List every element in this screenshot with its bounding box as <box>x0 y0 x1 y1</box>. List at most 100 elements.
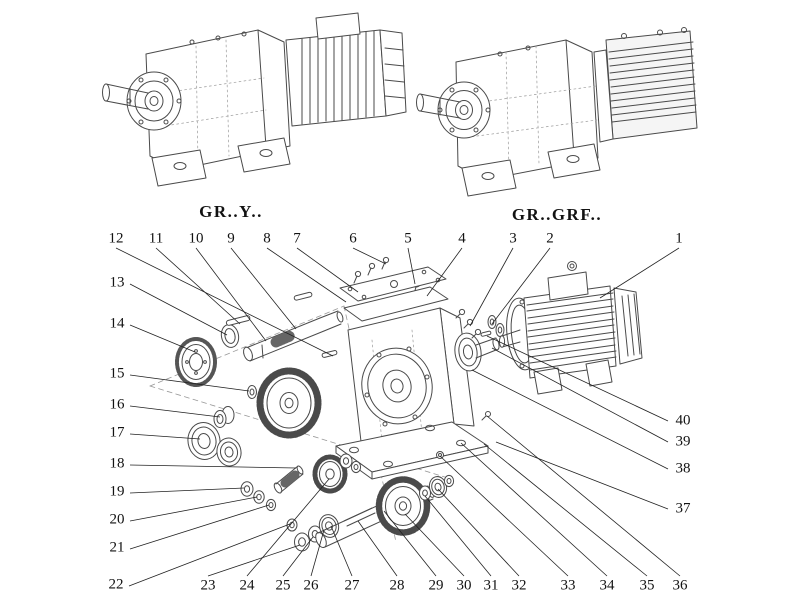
exploded-view <box>149 256 643 552</box>
callout-number: 17 <box>109 424 125 441</box>
leader-line <box>129 487 245 494</box>
callout-number: 18 <box>109 455 125 472</box>
terminal-box <box>315 12 361 40</box>
leader-line <box>426 247 463 297</box>
callout-number: 20 <box>109 511 125 528</box>
callout-number: 8 <box>263 230 271 247</box>
bolt <box>382 256 390 264</box>
exploded-motor <box>498 261 643 395</box>
callout-number: 16 <box>109 396 125 413</box>
gr-y-assembled-illustration <box>102 12 407 187</box>
spacer <box>247 385 257 399</box>
leader-line <box>310 529 325 577</box>
fan-cover <box>379 29 407 117</box>
callout-number: 7 <box>293 230 301 247</box>
eyebolt <box>567 261 577 271</box>
leader-line <box>460 442 608 577</box>
callout-number: 31 <box>483 577 499 594</box>
leader-line <box>296 247 359 293</box>
leader-line <box>128 523 291 587</box>
callout-number: 29 <box>428 577 444 594</box>
leader-line <box>486 335 669 422</box>
callout-number: 12 <box>108 230 124 247</box>
drain-plug <box>436 451 444 459</box>
bolt <box>368 262 376 270</box>
leader-line <box>599 247 680 299</box>
leader-line <box>471 369 669 470</box>
model-label-gr-grf: GR..GRF.. <box>511 205 603 224</box>
retaining-ring <box>443 474 455 488</box>
washer <box>253 490 265 504</box>
leader-line <box>129 374 250 392</box>
cover-gasket <box>343 286 449 322</box>
leader-line <box>437 488 520 577</box>
callout-number: 10 <box>188 230 204 247</box>
callout-number: 24 <box>239 577 255 594</box>
large-gear <box>256 367 322 439</box>
leader-line <box>495 441 669 510</box>
callout-number: 21 <box>109 539 125 556</box>
leader-line <box>207 544 301 577</box>
alignment-axis <box>149 305 345 387</box>
leader-line <box>129 433 201 440</box>
leader-line <box>195 247 267 342</box>
leader-line <box>129 464 297 469</box>
leader-line <box>357 520 398 577</box>
leader-line <box>486 415 681 577</box>
callout-number: 4 <box>458 230 466 247</box>
callout-number: 37 <box>675 500 691 517</box>
callout-number: 28 <box>389 577 405 594</box>
callout-number: 39 <box>675 433 691 450</box>
input-shaft-parts <box>175 291 344 512</box>
callout-number: 5 <box>404 230 412 247</box>
retaining-ring <box>350 460 362 474</box>
callout-number: 9 <box>227 230 235 247</box>
leader-line <box>129 283 228 336</box>
callout-number: 14 <box>109 315 125 332</box>
leader-line <box>439 455 569 577</box>
callout-number: 13 <box>109 274 125 291</box>
gr-grf-assembled-illustration <box>416 27 698 197</box>
bolt <box>474 328 482 336</box>
bolt <box>458 308 466 316</box>
terminal-box <box>547 271 589 301</box>
callout-number: 1 <box>675 230 683 247</box>
exploded-housing <box>335 256 505 480</box>
callout-number: 23 <box>200 577 216 594</box>
washer <box>487 315 497 329</box>
leader-line <box>491 247 551 325</box>
callout-number: 36 <box>672 577 688 594</box>
leader-line <box>129 504 270 550</box>
leader-line <box>129 324 196 353</box>
callout-number: 25 <box>275 577 291 594</box>
callout-number: 26 <box>303 577 319 594</box>
leader-line <box>129 496 258 522</box>
pinion-shaft <box>273 482 283 494</box>
callout-number: 35 <box>639 577 655 594</box>
callout-number: 22 <box>108 576 124 593</box>
leader-line <box>469 247 514 327</box>
callout-number: 6 <box>349 230 357 247</box>
leader-line <box>330 525 353 577</box>
leader-line <box>424 495 492 577</box>
callout-number: 30 <box>456 577 472 594</box>
leader-line <box>282 536 314 577</box>
leader-line <box>246 478 330 577</box>
output-flange <box>454 332 482 372</box>
leader-line <box>129 405 221 418</box>
leader-line <box>491 347 669 443</box>
model-label-gr-y: GR..Y.. <box>199 202 263 221</box>
washer <box>419 485 431 501</box>
callout-number: 11 <box>148 230 164 247</box>
leader-line <box>404 513 465 577</box>
callout-number: 33 <box>560 577 576 594</box>
retaining-ring <box>339 453 353 469</box>
leader-line <box>155 247 241 325</box>
callout-number: 15 <box>109 365 125 382</box>
motor-foot <box>585 359 613 387</box>
input-shaft <box>245 317 321 349</box>
callout-number: 3 <box>509 230 517 247</box>
